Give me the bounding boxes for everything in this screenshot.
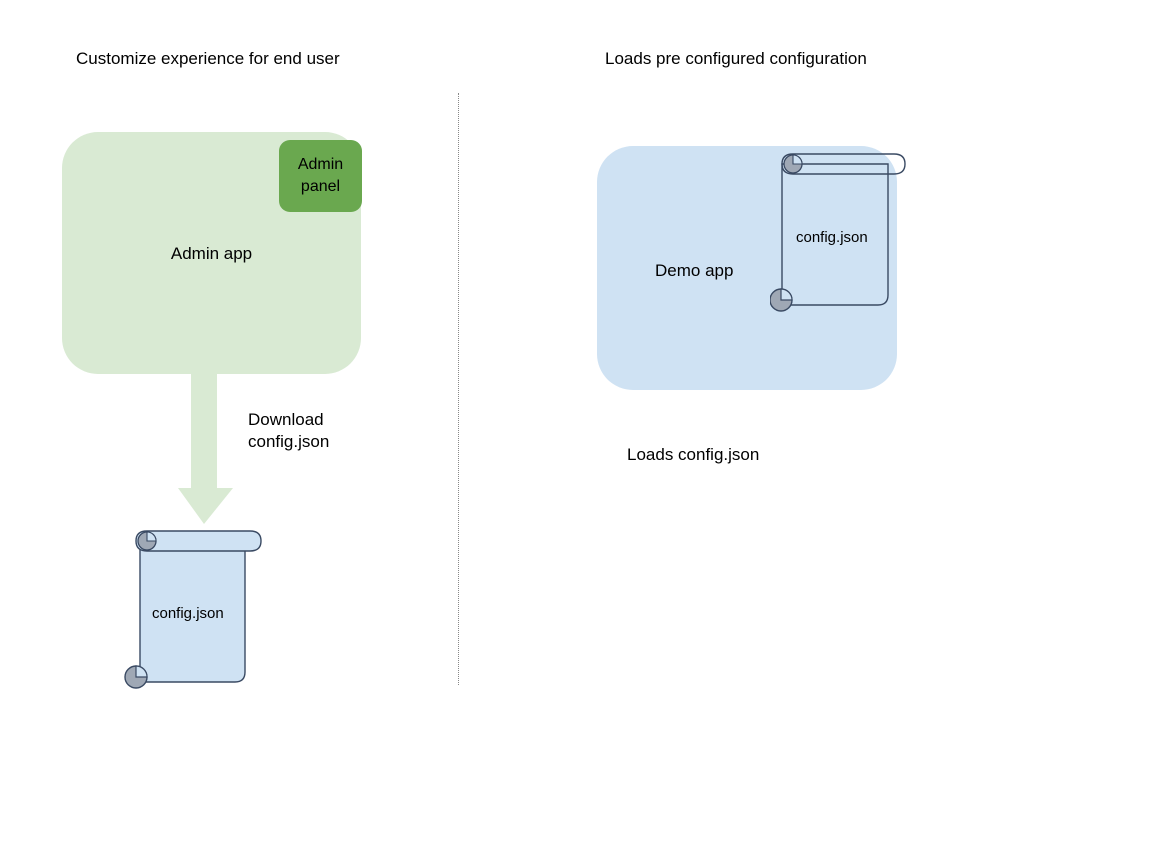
scroll-document-icon xyxy=(770,153,906,312)
admin-app-label: Admin app xyxy=(170,244,253,263)
down-arrow-icon xyxy=(178,372,233,524)
admin-panel-label: Admin panel xyxy=(279,140,362,212)
admin-panel-button[interactable]: Admin panel xyxy=(279,140,362,212)
download-arrow-label-line1: Download xyxy=(248,410,324,429)
scroll-document-icon xyxy=(124,530,262,689)
loads-config-caption: Loads config.json xyxy=(627,445,760,464)
scroll-document-label: config.json xyxy=(152,605,224,622)
demo-app-label: Demo app xyxy=(655,261,734,280)
left-column-title: Customize experience for end user xyxy=(76,49,340,68)
demo-app-container xyxy=(597,146,897,390)
admin-panel-label-line2: panel xyxy=(300,178,341,195)
download-arrow-label-line2: config.json xyxy=(248,432,330,451)
vertical-dotted-divider-icon xyxy=(458,93,459,685)
right-column-title: Loads pre configured configuration xyxy=(605,49,867,68)
download-arrow-label: Download config.json xyxy=(248,409,329,453)
admin-panel-label-line1: Admin xyxy=(297,156,344,173)
scroll-document-label: config.json xyxy=(796,229,868,246)
